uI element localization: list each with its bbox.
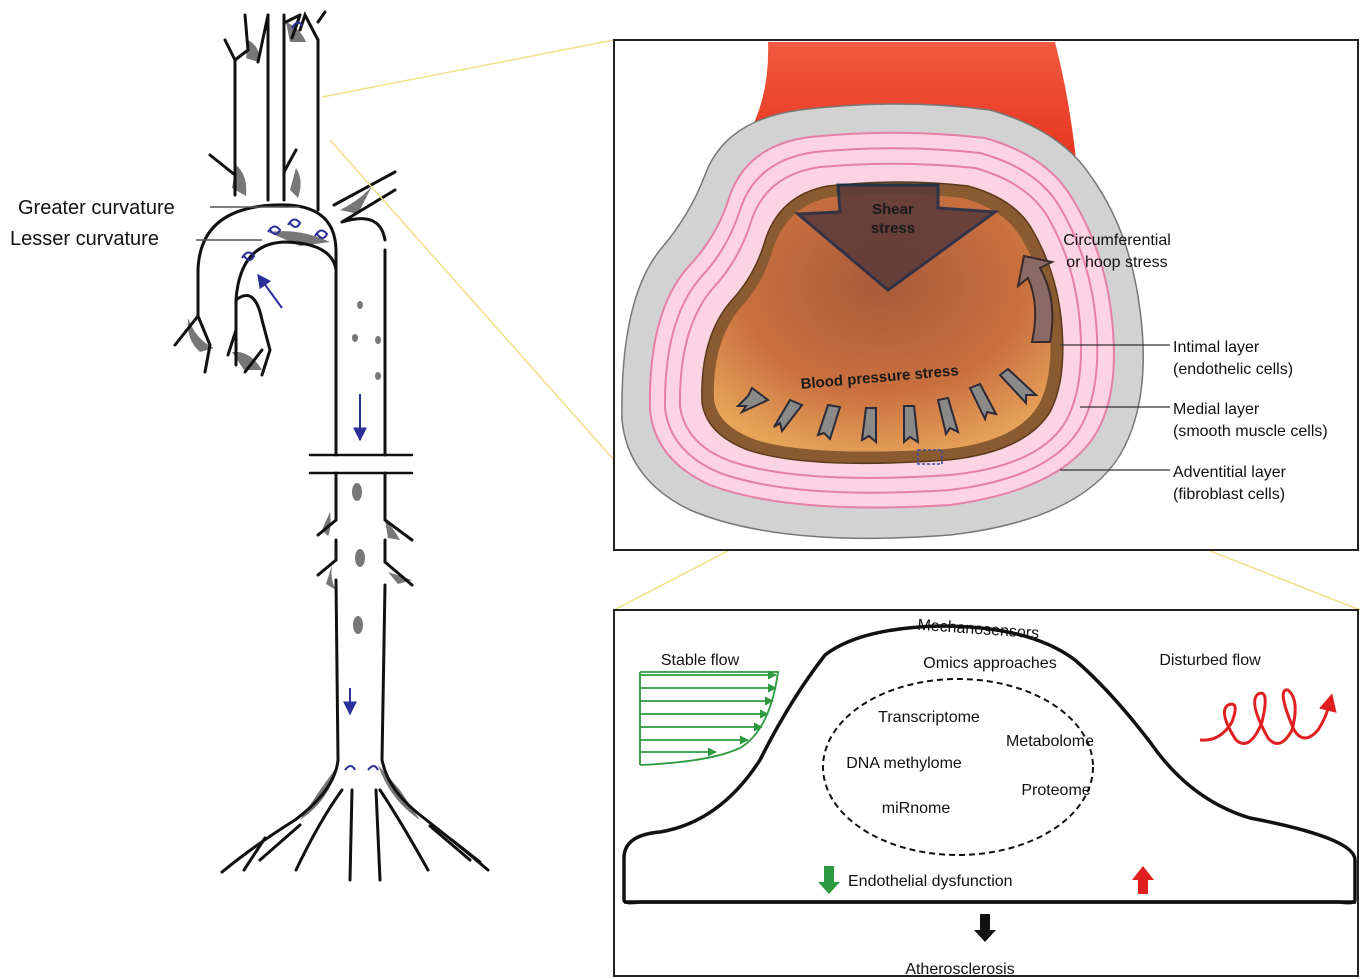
omics-item-transcriptome: Transcriptome bbox=[878, 709, 980, 726]
mechanosensors-panel: Mechanosensors Omics approaches Transcri… bbox=[614, 610, 1358, 978]
stable-flow-label: Stable flow bbox=[661, 652, 740, 669]
circumferential-label-line1: Circumferential bbox=[1063, 232, 1171, 249]
omics-item-metabolome: Metabolome bbox=[1006, 733, 1094, 750]
intimal-layer-cells: (endothelic cells) bbox=[1173, 361, 1293, 378]
omics-item-proteome: Proteome bbox=[1021, 782, 1090, 799]
shear-stress-label-line1: Shear bbox=[872, 201, 914, 218]
omics-item-dna-methylome: DNA methylome bbox=[846, 755, 962, 772]
adventitial-layer-label: Adventitial layer bbox=[1173, 464, 1287, 481]
medial-layer-label: Medial layer bbox=[1173, 401, 1260, 418]
vessel-cross-section-panel: Shear stress Blood pressure stress Circu… bbox=[614, 40, 1358, 550]
endothelial-dysfunction-label: Endothelial dysfunction bbox=[848, 873, 1013, 890]
disturbed-flow-label: Disturbed flow bbox=[1159, 652, 1261, 669]
lesser-curvature-label: Lesser curvature bbox=[10, 228, 159, 250]
aorta-labels: Greater curvature Lesser curvature bbox=[10, 197, 300, 250]
greater-curvature-label: Greater curvature bbox=[18, 197, 175, 219]
omics-approaches-label: Omics approaches bbox=[923, 655, 1056, 672]
blood-flow-arrows bbox=[242, 22, 378, 770]
omics-item-mirnome: miRnome bbox=[882, 800, 951, 817]
shear-stress-label-line2: stress bbox=[871, 220, 915, 237]
circumferential-label-line2: or hoop stress bbox=[1066, 254, 1167, 271]
adventitial-layer-cells: (fibroblast cells) bbox=[1173, 486, 1285, 503]
medial-layer-cells: (smooth muscle cells) bbox=[1173, 423, 1328, 440]
intimal-layer-label: Intimal layer bbox=[1173, 339, 1260, 356]
atherosclerosis-label: Atherosclerosis bbox=[905, 961, 1014, 978]
